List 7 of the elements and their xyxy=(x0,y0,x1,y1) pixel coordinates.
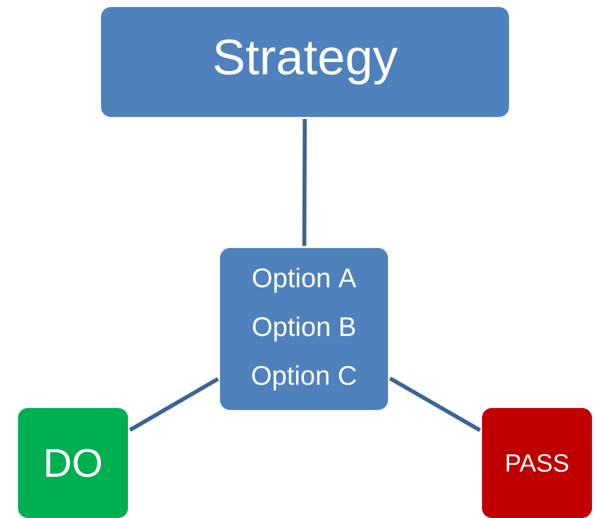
connector-line xyxy=(129,377,220,432)
option-box: Option A Option B Option C xyxy=(220,248,388,410)
action-box: DO xyxy=(18,408,128,518)
connector-line xyxy=(302,118,307,246)
title-box: Strategy xyxy=(101,6,509,117)
action-box: PASS xyxy=(482,408,592,518)
connector-line xyxy=(389,376,481,432)
